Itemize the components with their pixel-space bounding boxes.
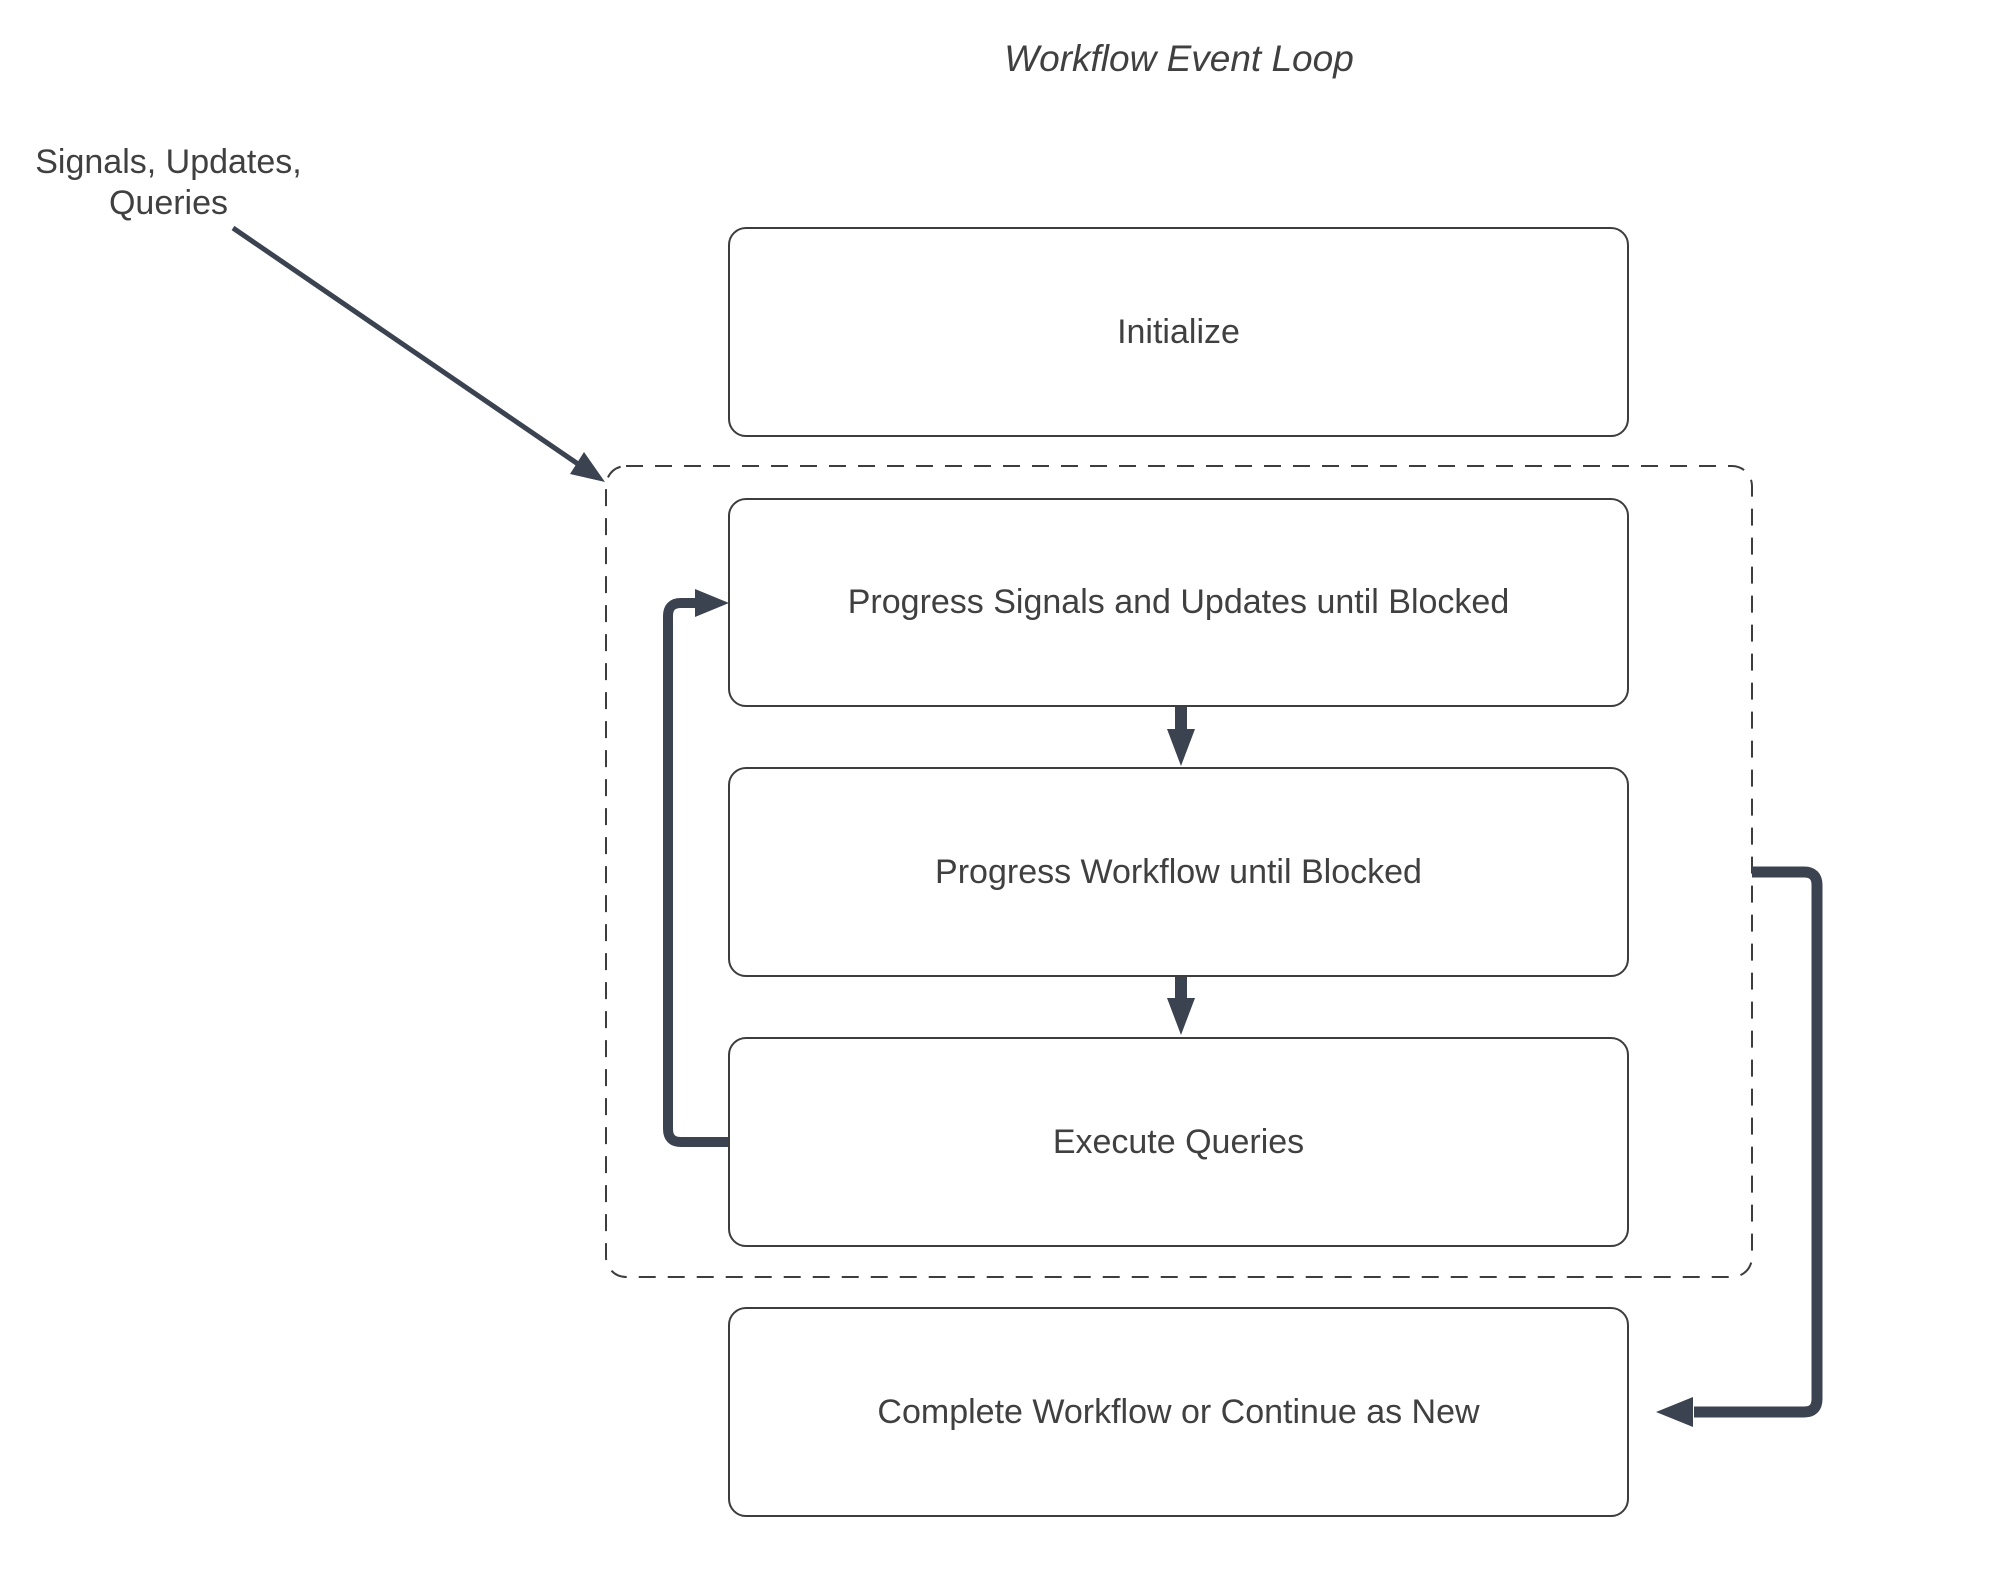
node-progress-signals-updates: Progress Signals and Updates until Block… — [728, 498, 1629, 707]
edge-loop-to-complete — [1694, 866, 1823, 1418]
external-input-label-line2: Queries — [108, 184, 229, 222]
node-progress-workflow-label: Progress Workflow until Blocked — [935, 852, 1422, 891]
diagram-title: Workflow Event Loop — [1004, 38, 1354, 79]
node-execute-queries-label: Execute Queries — [1052, 1122, 1305, 1161]
node-initialize: Initialize — [728, 227, 1629, 437]
node-complete-workflow: Complete Workflow or Continue as New — [728, 1307, 1629, 1517]
node-complete-workflow-label: Complete Workflow or Continue as New — [877, 1392, 1480, 1431]
node-progress-signals-updates-label: Progress Signals and Updates until Block… — [847, 583, 1510, 621]
node-initialize-label: Initialize — [1117, 312, 1240, 351]
edge-queries-box-to-signals-box-arrowhead-icon — [695, 589, 729, 617]
edge-signals-to-loop-arrowhead-icon — [570, 452, 605, 482]
edge-signals-box-to-workflow-box-arrowhead-icon — [1167, 729, 1195, 766]
edge-workflow-box-to-queries-box-arrowhead-icon — [1167, 998, 1195, 1035]
node-progress-workflow: Progress Workflow until Blocked — [728, 767, 1629, 977]
edge-signals-to-loop — [231, 225, 580, 467]
external-input-label: Signals, Updates, Queries — [28, 142, 309, 224]
edge-loop-to-complete-arrowhead-icon — [1656, 1397, 1693, 1427]
external-input-label-line1: Signals, Updates, — [35, 143, 302, 181]
node-execute-queries: Execute Queries — [728, 1037, 1629, 1247]
edge-queries-box-to-signals-box — [663, 598, 728, 1147]
